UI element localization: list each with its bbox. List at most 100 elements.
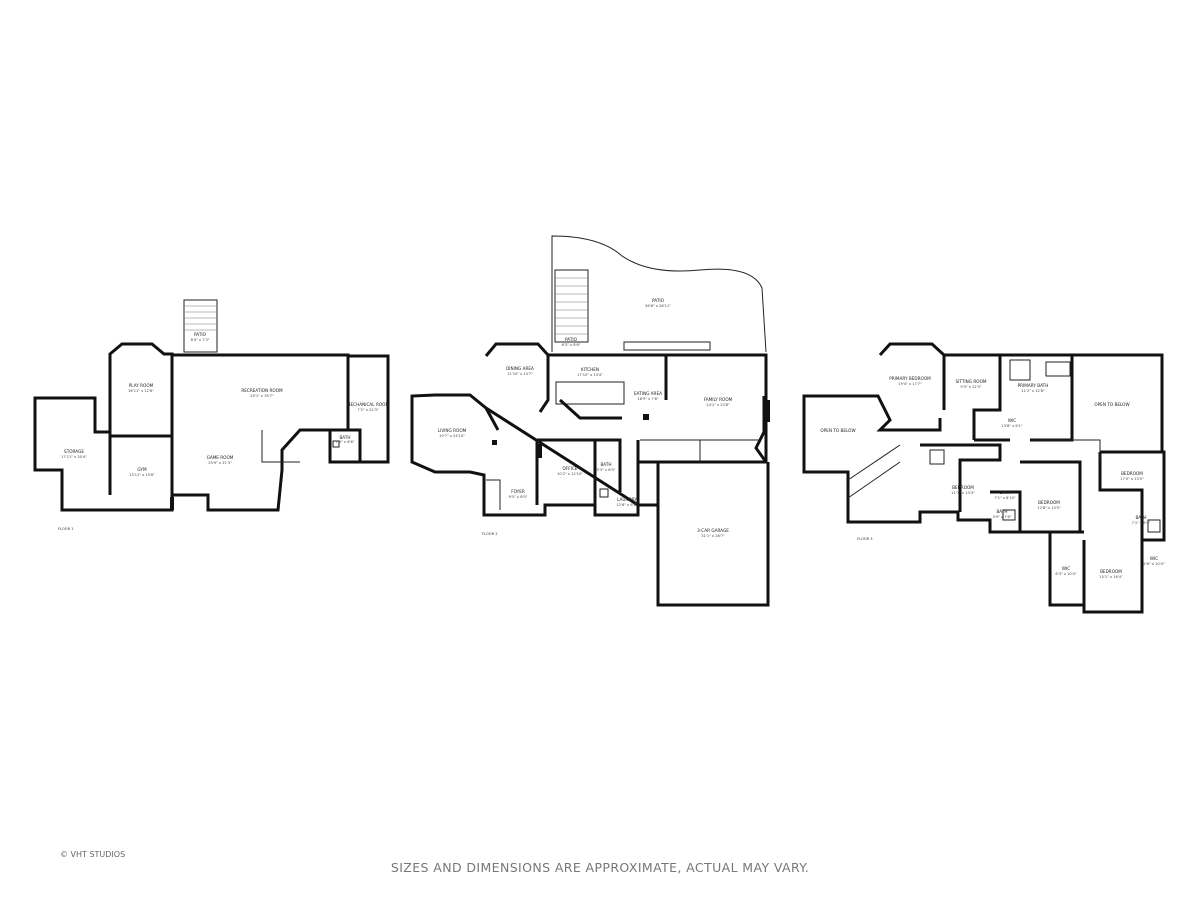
room-name: FOYER [511, 489, 525, 494]
disclaimer: SIZES AND DIMENSIONS ARE APPROXIMATE, AC… [390, 860, 810, 875]
room-name: BATH [996, 509, 1007, 514]
room-name: 3-CAR GARAGE [697, 528, 729, 533]
room-name: PATIO [565, 337, 578, 342]
floor-2-stair [640, 439, 760, 462]
room-dims: 11'2" x 12'8" [1021, 389, 1045, 393]
floor-3-outer-wall [802, 342, 1166, 614]
floor-2-outer-wall [410, 342, 770, 607]
room-dims: 17'0" x 13'0" [1120, 477, 1144, 481]
room-name: OFFICE [563, 466, 578, 471]
room-name: MECHANICAL ROOM [347, 402, 390, 407]
floor-3-wall [1050, 530, 1086, 605]
room-name: GYM [137, 467, 147, 472]
floor-2-kitchen-island [555, 381, 625, 405]
room-dims: 25'9" x 21'3" [208, 461, 232, 465]
floor-3-wall [990, 490, 1022, 532]
floor-3-wall [972, 355, 1002, 440]
floor-3-linen [929, 449, 945, 465]
room-dims: 5'6" x 10'4" [1143, 562, 1164, 566]
room-dims: 16'9" x 7'6" [637, 397, 658, 401]
floor-2-bench [623, 341, 711, 351]
room-name: OPEN TO BELOW [820, 428, 855, 433]
floor-1-stair-treads [184, 305, 217, 331]
room-dims: 15'1" x 16'4" [1099, 575, 1123, 579]
room-dims: 5'3" x 6'0" [597, 468, 616, 472]
room-name: WIC [1150, 556, 1158, 561]
room-name: FAMILY ROOM [704, 397, 733, 402]
floor-1-label: FLOOR 1 [58, 527, 74, 531]
room-name: PATIO [194, 332, 207, 337]
floor-3-label: FLOOR 3 [857, 537, 873, 541]
floor-3-shower [1147, 519, 1161, 533]
floor-2-stair-treads [555, 277, 588, 335]
floor-2-label: FLOOR 2 [482, 532, 498, 536]
room-name: BEDROOM [1100, 569, 1122, 574]
room-dims: 5'9" x 7'6" [993, 515, 1012, 519]
floor-2-patio-steps [554, 269, 589, 343]
floor-3-sink [1002, 509, 1016, 521]
room-name: STORAGE [64, 449, 84, 454]
floor-2-column [643, 414, 649, 420]
room-dims: 24'1" x 23'8" [706, 403, 730, 407]
floor-1-plan: PATIO 8'4" x 7'3" PLAY ROOM 16'11" x 12'… [33, 299, 390, 531]
floor-2-plan: PATIO 56'8" x 28'11" PATIO 6'3" x 8'6" D… [410, 235, 770, 607]
floor-2-foyer-stair [486, 479, 501, 510]
room-name: WIC [1008, 418, 1016, 423]
room-name: BATH [1135, 515, 1146, 520]
floor-2-kitchen-counter [558, 398, 622, 420]
room-name: KITCHEN [581, 367, 599, 372]
room-name: OPEN TO BELOW [1094, 402, 1129, 407]
room-name: BATH [339, 435, 350, 440]
floor-2-wall [595, 438, 622, 492]
floor-3-wall [1030, 355, 1074, 442]
floor-3-stair-rail [1034, 439, 1101, 462]
room-dims: 19'7" x 24'10" [439, 434, 465, 438]
room-dims: 9'5" x 8'0" [509, 495, 528, 499]
room-dims: 25'1" x 35'7" [250, 394, 274, 398]
room-name: LIVING ROOM [438, 428, 467, 433]
room-name: PRIMARY BATH [1018, 383, 1049, 388]
room-dims: 12'10" x 13'7" [507, 372, 533, 376]
room-dims: 19'4" x 17'7" [898, 382, 922, 386]
floor-3-bathtub [1045, 361, 1071, 377]
copyright: © VHT STUDIOS [60, 850, 126, 859]
room-dims: 8'4" x 7'3" [191, 338, 210, 342]
room-dims: 17'11" x 20'4" [61, 455, 87, 459]
floor-2-wall [484, 407, 500, 431]
room-dims: 16'11" x 12'8" [128, 389, 154, 393]
room-dims: 31'1" x 28'7" [701, 534, 725, 538]
floor-2-column [492, 440, 497, 445]
room-dims: 56'8" x 28'11" [645, 304, 671, 308]
room-name: EATING AREA [634, 391, 662, 396]
room-dims: 6'3" x 8'6" [562, 343, 581, 347]
room-name: LAUNDRY [617, 497, 637, 502]
floor-3-wall [1020, 460, 1082, 532]
floor-2-column [536, 444, 542, 458]
room-dims: 12'6" x 6'8" [616, 503, 637, 507]
room-name: GAME ROOM [207, 455, 234, 460]
room-dims: 12'8" x 13'5" [1037, 506, 1061, 510]
floor-3-shower [1009, 359, 1031, 381]
floor-3-wall [1098, 450, 1162, 540]
room-dims: 13'8" x 6'1" [1001, 424, 1022, 428]
room-name: RECREATION ROOM [241, 388, 283, 393]
room-name: SITTING ROOM [956, 379, 987, 384]
room-dims: 7'1" x 8'10" [994, 496, 1015, 500]
floor-1-patio-steps [183, 299, 218, 353]
room-dims: 7'1" x 9'4" [1132, 521, 1151, 525]
room-name: PLAY ROOM [129, 383, 154, 388]
floor-2-patio-outline [551, 235, 767, 353]
room-name: BEDROOM [1121, 471, 1143, 476]
room-dims: 7'5" x 6'6" [336, 440, 355, 444]
room-name: PRIMARY BEDROOM [889, 376, 931, 381]
room-name: BATH [600, 462, 611, 467]
floor-1-column [170, 497, 174, 510]
room-dims: 10'2" x 12'10" [557, 472, 583, 476]
room-dims: 7'2" x 22'3" [357, 408, 378, 412]
room-name: DINING AREA [506, 366, 534, 371]
floor-3-wall [920, 443, 1002, 512]
room-name: BATH [999, 490, 1010, 495]
floor-1-sink [332, 440, 340, 448]
room-dims: 11'7" x 13'3" [951, 491, 975, 495]
